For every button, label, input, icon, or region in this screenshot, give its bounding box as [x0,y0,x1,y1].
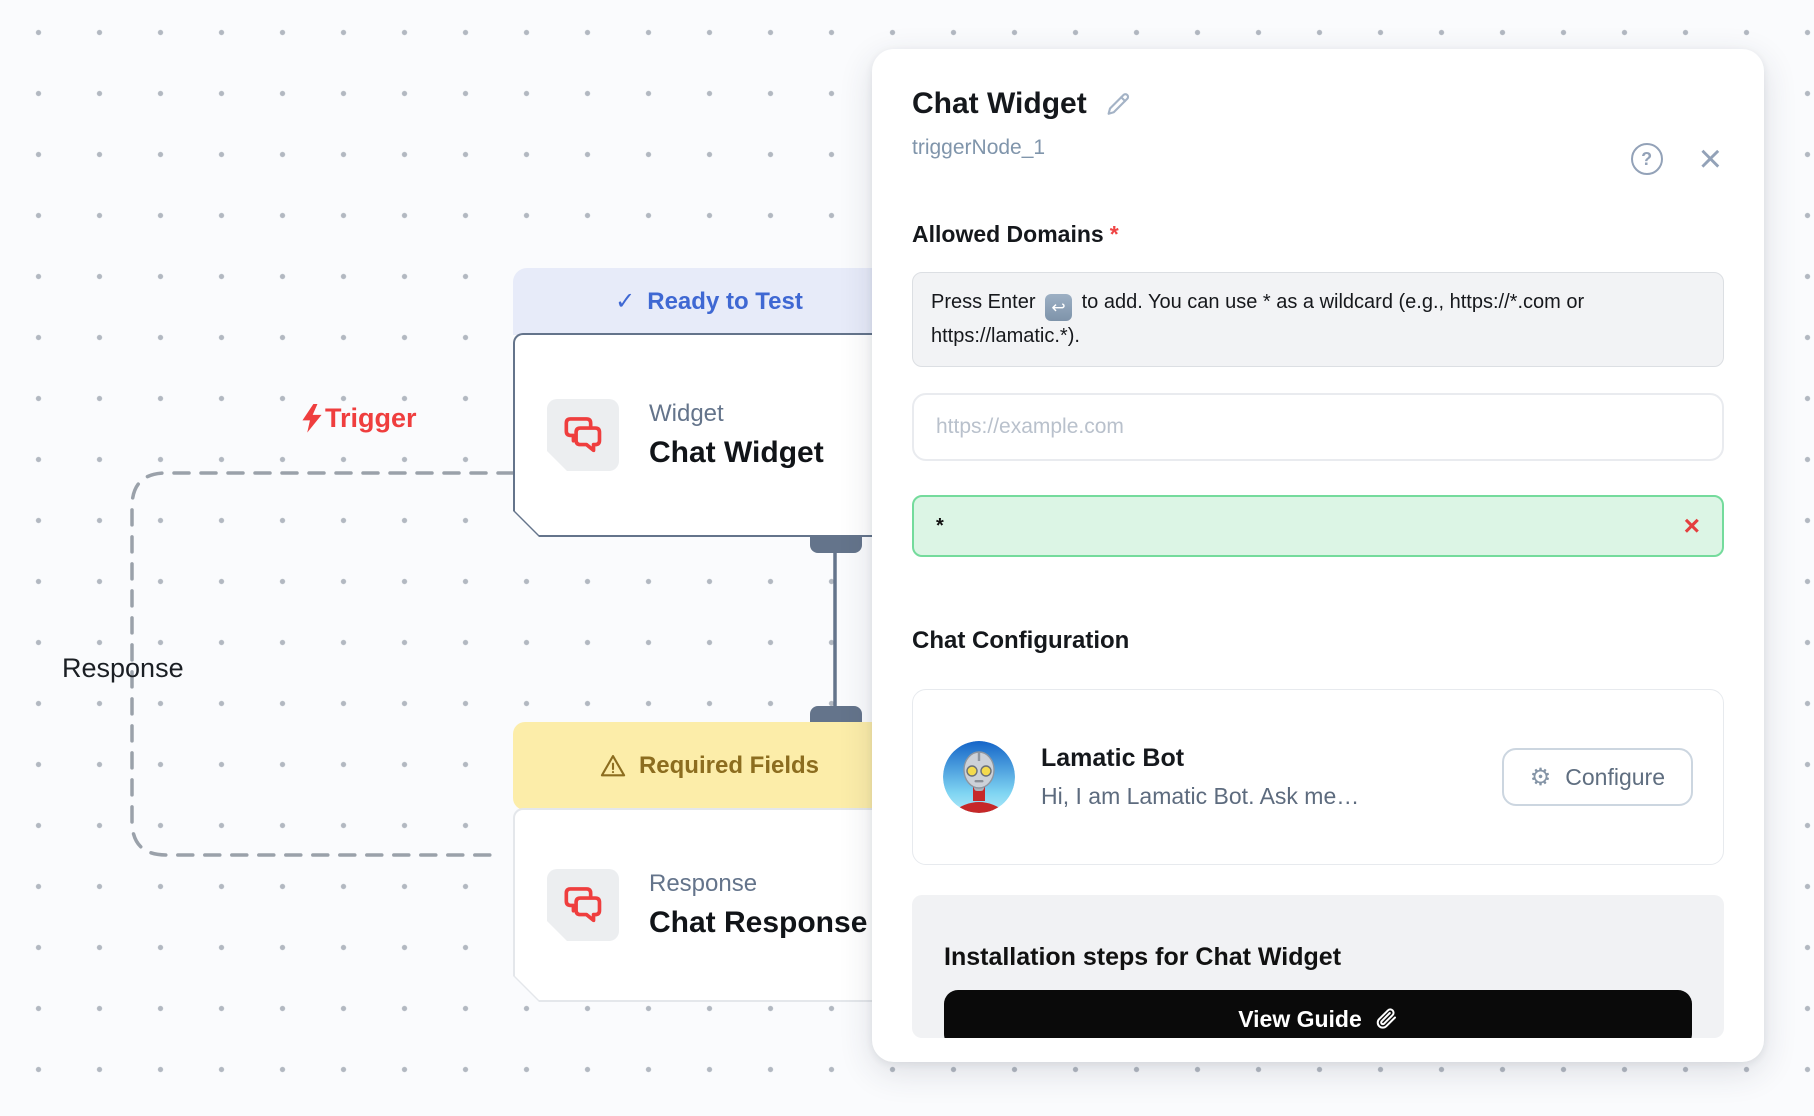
required-asterisk: * [1109,221,1119,247]
node-type-label: Response [649,870,758,897]
chat-bubbles-icon [547,869,619,941]
bot-name: Lamatic Bot [1041,744,1185,772]
warning-icon [599,752,627,780]
edit-pencil-icon[interactable] [1103,89,1133,119]
allowed-domains-label: Allowed Domains* [912,221,1119,247]
widget-node[interactable]: Widget Chat Widget [513,333,905,537]
panel-title: Chat Widget [912,87,1087,120]
response-edge-label: Response [62,653,184,683]
domain-chip-value: * [936,514,944,537]
node-type-label: Widget [649,400,724,427]
installation-heading: Installation steps for Chat Widget [944,943,1342,971]
bot-avatar [943,741,1015,813]
enter-key-icon: ↩ [1045,294,1073,321]
gear-icon: ⚙ [1529,763,1552,791]
check-icon: ✓ [615,288,636,315]
response-edge-dashed [130,471,515,857]
widget-output-handle[interactable] [810,537,862,553]
domain-chip: * × [912,495,1724,557]
status-badge: ✓ Ready to Test [513,268,905,335]
chat-bubbles-icon [547,399,619,471]
paperclip-icon [1374,1007,1398,1031]
configure-button[interactable]: ⚙ Configure [1501,748,1693,806]
allowed-domains-help: Press Enter ↩ to add. You can use * as a… [912,272,1724,367]
node-config-panel: ? × Chat Widget triggerNode_1 Allowed Do… [872,49,1764,1062]
node-title: Chat Response [649,906,868,939]
chat-configuration-heading: Chat Configuration [912,627,1130,654]
view-guide-button[interactable]: View Guide [944,990,1692,1038]
lightning-bolt-icon [302,403,322,433]
close-icon[interactable]: × [1698,137,1722,181]
domain-input[interactable] [912,393,1724,461]
help-icon[interactable]: ? [1630,143,1663,175]
remove-domain-icon[interactable]: × [1683,510,1700,541]
bot-card: Lamatic Bot Hi, I am Lamatic Bot. Ask me… [912,689,1724,865]
node-title: Chat Widget [649,436,824,469]
node-id: triggerNode_1 [912,136,1046,159]
installation-section: Installation steps for Chat Widget View … [912,895,1724,1038]
status-badge: Required Fields [513,722,905,810]
response-input-handle[interactable] [810,706,862,722]
bot-description: Hi, I am Lamatic Bot. Ask me… [1041,783,1360,809]
response-node[interactable]: Response Chat Response [513,808,905,1002]
trigger-label: Trigger [299,403,417,434]
